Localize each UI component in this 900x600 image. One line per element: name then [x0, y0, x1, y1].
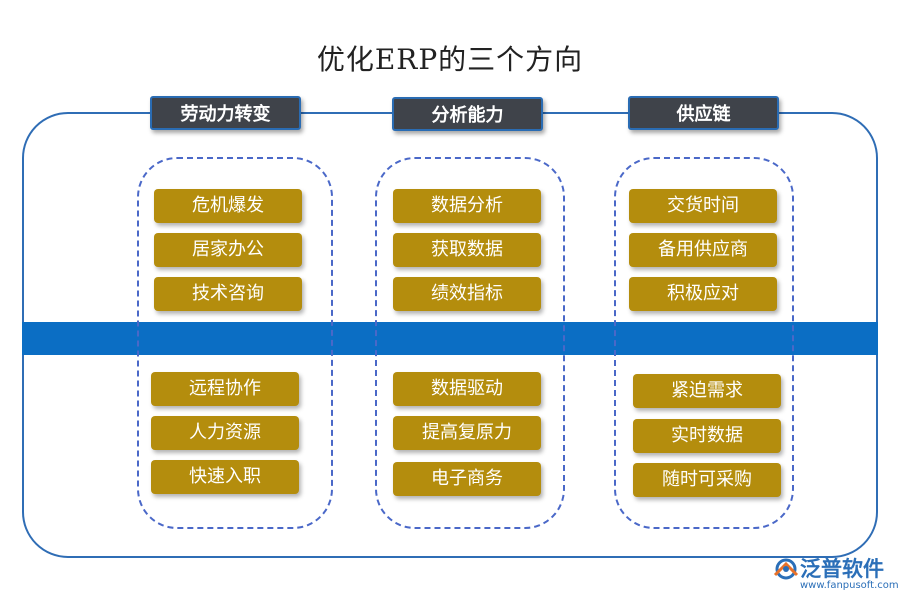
item-workforce-2: 居家办公 [154, 233, 302, 267]
brand-logo: 泛普软件 www.fanpusoft.com [772, 551, 899, 597]
column-header-supply-chain: 供应链 [628, 96, 779, 130]
item-supply-chain-3: 积极应对 [629, 277, 777, 311]
logo-mark-icon [773, 558, 799, 580]
item-supply-chain-1: 交货时间 [629, 189, 777, 223]
item-analytics-3: 绩效指标 [393, 277, 541, 311]
item-analytics-4: 数据驱动 [393, 372, 541, 406]
item-workforce-3: 技术咨询 [154, 277, 302, 311]
group-outline-supply-chain [614, 157, 794, 529]
item-supply-chain-4: 紧迫需求 [633, 374, 781, 408]
column-header-analytics: 分析能力 [392, 97, 543, 131]
item-workforce-6: 快速入职 [151, 460, 299, 494]
item-workforce-1: 危机爆发 [154, 189, 302, 223]
group-outline-workforce [137, 157, 333, 529]
item-supply-chain-2: 备用供应商 [629, 233, 777, 267]
item-supply-chain-5: 实时数据 [633, 419, 781, 453]
logo-url: www.fanpusoft.com [800, 580, 899, 591]
logo-name: 泛普软件 [800, 557, 884, 581]
item-analytics-6: 电子商务 [393, 462, 541, 496]
item-analytics-2: 获取数据 [393, 233, 541, 267]
column-header-workforce: 劳动力转变 [150, 96, 301, 130]
diagram-title: 优化ERP的三个方向 [316, 43, 584, 76]
item-workforce-4: 远程协作 [151, 372, 299, 406]
group-outline-analytics [375, 157, 565, 529]
item-supply-chain-6: 随时可采购 [633, 463, 781, 497]
item-workforce-5: 人力资源 [151, 416, 299, 450]
item-analytics-1: 数据分析 [393, 189, 541, 223]
horizontal-band [22, 322, 878, 355]
item-analytics-5: 提高复原力 [393, 416, 541, 450]
